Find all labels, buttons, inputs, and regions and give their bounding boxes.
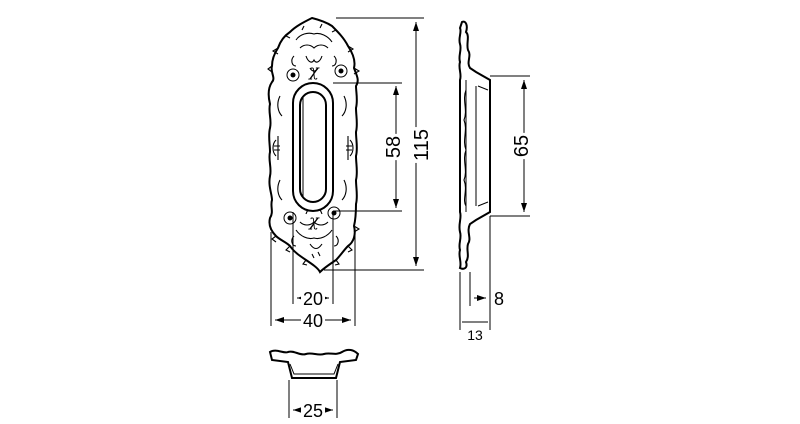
dim-25: 25 — [288, 380, 338, 421]
right-side-ornament — [341, 95, 354, 201]
dim-label-25: 25 — [303, 401, 323, 421]
side-wavy-surface — [463, 89, 467, 207]
dim-label-115: 115 — [411, 129, 433, 161]
screw-top-right — [334, 64, 348, 78]
side-inner-line — [465, 80, 489, 212]
dim-label-40: 40 — [303, 311, 323, 331]
dim-label-backdrop — [511, 132, 533, 160]
dim-label-backdrop — [492, 289, 507, 309]
side-profile — [458, 20, 491, 270]
dim-label-65: 65 — [511, 135, 533, 157]
section-profile — [268, 348, 360, 379]
side-view — [458, 20, 491, 270]
dim-label-20: 20 — [303, 289, 323, 309]
bottom-monogram: χ — [308, 211, 320, 230]
left-side-ornament — [272, 95, 283, 201]
dim-label-backdrop — [300, 401, 326, 421]
dim-label-8: 8 — [494, 289, 504, 309]
screw-bottom-left — [283, 211, 297, 225]
top-monogram: χ — [308, 61, 320, 80]
dim-label-58: 58 — [383, 136, 405, 158]
dim-115: 115 — [324, 17, 433, 271]
dim-label-backdrop — [300, 289, 326, 309]
dim-13: 13 — [459, 272, 491, 343]
dim-40: 40 — [270, 232, 356, 331]
dim-20: 20 — [292, 212, 334, 309]
dim-label-backdrop — [300, 311, 326, 331]
dim-8: 8 — [469, 216, 507, 309]
section-inner — [289, 363, 339, 375]
dim-label-backdrop — [383, 133, 405, 161]
front-view: χ χ — [267, 16, 361, 274]
section-view — [268, 348, 360, 379]
dim-58: 58 — [333, 82, 405, 212]
top-ornament — [291, 23, 337, 72]
dim-label-13: 13 — [467, 327, 483, 343]
dim-label-backdrop — [465, 327, 485, 343]
plate-edge-detail — [267, 25, 361, 266]
screw-top-left — [286, 68, 300, 82]
finger-recess-inner — [299, 91, 327, 203]
dim-label-backdrop — [411, 127, 433, 163]
dim-65: 65 — [490, 75, 533, 217]
